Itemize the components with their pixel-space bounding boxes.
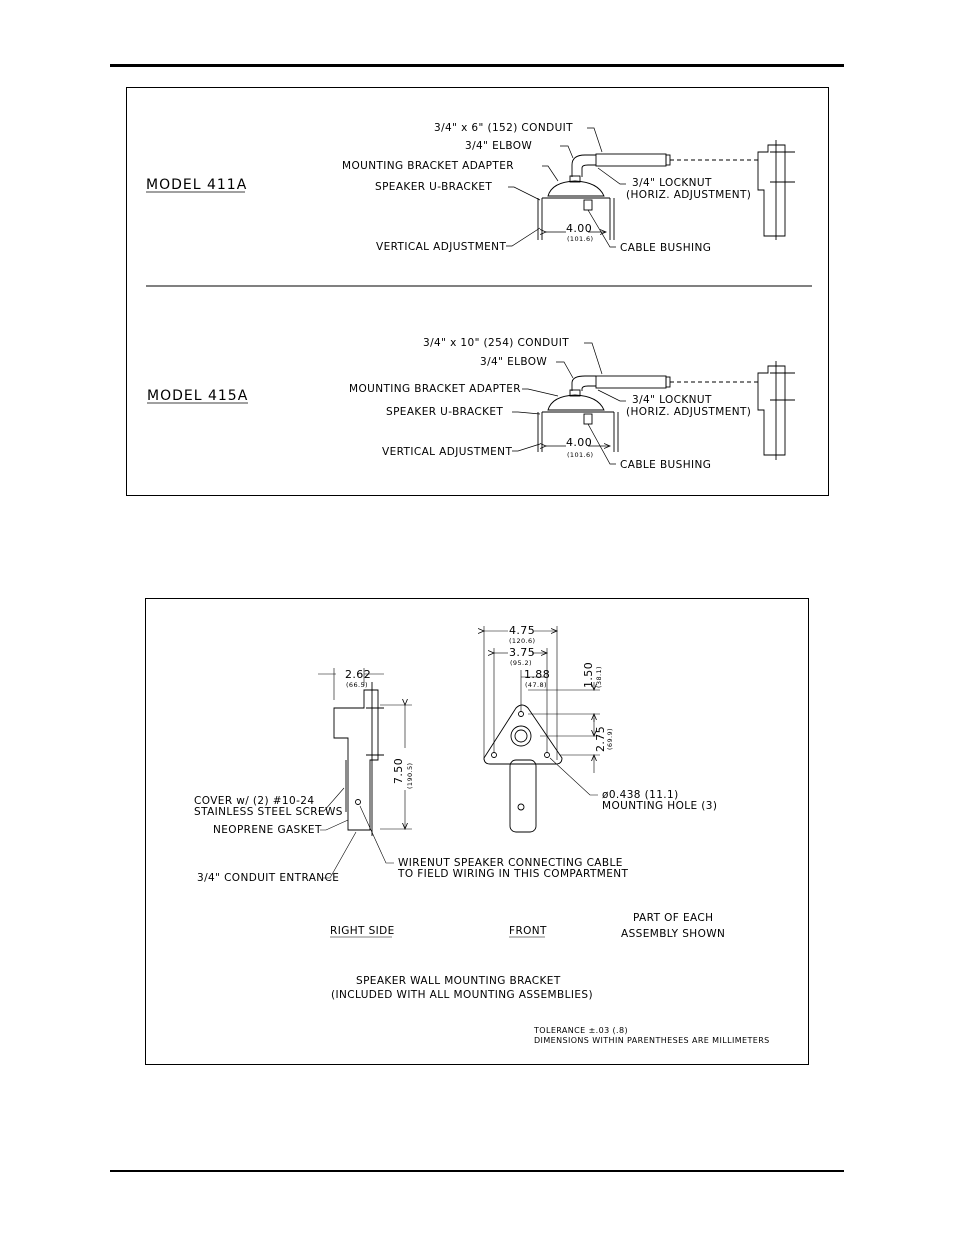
wall-bracket-panel (145, 598, 809, 1065)
bracket-caption-line-2: (INCLUDED WITH ALL MOUNTING ASSEMBLIES) (331, 989, 593, 1001)
front-width-dimension: 4.75 (509, 624, 535, 637)
model-415a-dimension-mm: (101.6) (567, 451, 593, 459)
model-411a-diagram: MODEL 411A 3/4" x 6" (152) CONDUIT 3/4 (146, 122, 795, 254)
front-top-dimension-mm: (38.1) (595, 666, 603, 688)
front-inner-dimension: 3.75 (509, 646, 535, 659)
model-415a-conduit-label: 3/4" x 10" (254) CONDUIT (423, 337, 569, 349)
mounting-hole-count-label: MOUNTING HOLE (3) (602, 800, 717, 812)
model-411a-vertical-label: VERTICAL ADJUSTMENT (376, 241, 506, 253)
model-411a-adapter-label: MOUNTING BRACKET ADAPTER (342, 160, 514, 172)
wall-bracket-diagram: 2.62 (66.5) 7.50 (190.5) COVER w/ (2) #1… (194, 624, 770, 1045)
footer-rule (110, 1170, 844, 1172)
model-415a-diagram: MODEL 415A 3/4" x 10" (254) CONDUIT 3/4"… (147, 337, 795, 471)
dimensions-note: DIMENSIONS WITHIN PARENTHESES ARE MILLIM… (534, 1036, 770, 1045)
tolerance-note: TOLERANCE ±.03 (.8) (533, 1026, 628, 1035)
assembly-411a-drawing (537, 140, 795, 240)
front-top-dimension: 1.50 (582, 662, 595, 688)
side-height-dimension: 7.50 (392, 758, 405, 784)
front-center-dimension: 1.88 (524, 668, 550, 681)
model-415a-adapter-label: MOUNTING BRACKET ADAPTER (349, 383, 521, 395)
model-411a-title: MODEL 411A (146, 177, 247, 193)
conduit-entrance-label: 3/4" CONDUIT ENTRANCE (197, 872, 339, 884)
front-width-dimension-mm: (120.6) (509, 637, 535, 645)
assembly-415a-drawing (537, 361, 795, 460)
header-rule (110, 64, 844, 67)
model-415a-vertical-label: VERTICAL ADJUSTMENT (382, 446, 512, 458)
model-411a-locknut-label: 3/4" LOCKNUT (632, 177, 712, 189)
model-411a-dimension-mm: (101.6) (567, 235, 593, 243)
wirenut-label-line-2: TO FIELD WIRING IN THIS COMPARTMENT (397, 868, 629, 880)
model-411a-horiz-label: (HORIZ. ADJUSTMENT) (626, 189, 751, 201)
right-side-view-label: RIGHT SIDE (330, 925, 395, 937)
model-415a-bushing-label: CABLE BUSHING (620, 459, 711, 471)
gasket-label: NEOPRENE GASKET (213, 824, 322, 836)
wirenut-label-line-1: WIRENUT SPEAKER CONNECTING CABLE (398, 857, 623, 869)
model-415a-horiz-label: (HORIZ. ADJUSTMENT) (626, 406, 751, 418)
bracket-caption-line-1: SPEAKER WALL MOUNTING BRACKET (356, 975, 561, 987)
models-panel (126, 87, 829, 496)
front-center-dimension-mm: (47.8) (525, 681, 547, 689)
model-415a-elbow-label: 3/4" ELBOW (480, 356, 547, 368)
front-hole-spacing-dimension-mm: (69.9) (606, 728, 614, 750)
right-side-view (333, 682, 384, 836)
side-height-dimension-mm: (190.5) (406, 763, 414, 789)
mounting-hole-size-label: ø0.438 (11.1) (602, 789, 679, 801)
cover-label-line-2: STAINLESS STEEL SCREWS (194, 806, 343, 818)
cover-label-line-1: COVER w/ (2) #10-24 (194, 795, 314, 807)
model-415a-title: MODEL 415A (147, 388, 248, 404)
model-411a-bushing-label: CABLE BUSHING (620, 242, 711, 254)
side-width-dimension-mm: (66.5) (346, 681, 368, 689)
model-411a-dimension: 4.00 (566, 222, 592, 235)
part-of-each-line-2: ASSEMBLY SHOWN (621, 928, 725, 940)
model-411a-elbow-label: 3/4" ELBOW (465, 140, 532, 152)
side-width-dimension: 2.62 (345, 668, 371, 681)
front-hole-spacing-dimension: 2.75 (594, 726, 607, 752)
front-view (483, 704, 563, 833)
front-inner-dimension-mm: (95.2) (510, 659, 532, 667)
front-view-label: FRONT (509, 925, 547, 937)
model-415a-locknut-label: 3/4" LOCKNUT (632, 394, 712, 406)
model-411a-u-bracket-label: SPEAKER U-BRACKET (375, 181, 492, 193)
model-415a-dimension: 4.00 (566, 436, 592, 449)
model-411a-conduit-label: 3/4" x 6" (152) CONDUIT (434, 122, 573, 134)
model-415a-u-bracket-label: SPEAKER U-BRACKET (386, 406, 503, 418)
part-of-each-line-1: PART OF EACH (633, 912, 713, 924)
